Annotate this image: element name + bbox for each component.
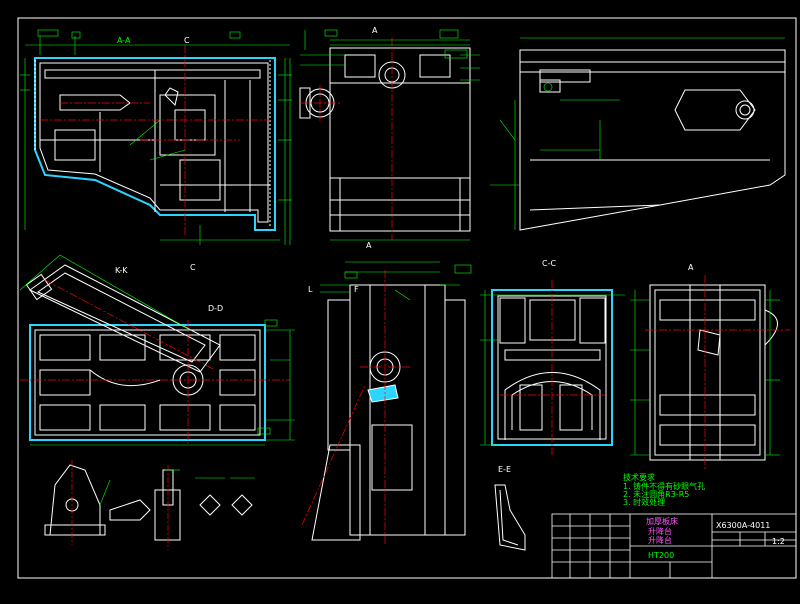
scale-label: 1:2 bbox=[772, 537, 785, 546]
part-name-line3: 升降台 bbox=[648, 535, 672, 545]
view-section-cc bbox=[491, 289, 613, 446]
material-label: HT200 bbox=[648, 551, 674, 560]
label-section-cc: C-C bbox=[542, 259, 556, 268]
centerlines-a-top bbox=[300, 38, 393, 240]
centerlines-details bbox=[71, 460, 169, 550]
centerlines-kk bbox=[20, 279, 290, 445]
dimensions-a-right bbox=[630, 290, 780, 456]
label-section-dd: D-D bbox=[208, 304, 223, 313]
dimensions-kk bbox=[19, 254, 295, 446]
view-section-ee bbox=[494, 484, 526, 551]
centerlines-cc bbox=[500, 280, 605, 455]
dimensions-aa bbox=[20, 29, 292, 245]
notes-item-2: 2. 未注圆角R3-R5 bbox=[623, 489, 689, 499]
notes-heading: 技术要求 bbox=[623, 472, 655, 482]
view-side-elevation bbox=[519, 49, 786, 231]
centerlines-a-right bbox=[645, 275, 790, 470]
part-name-line2: 升降台 bbox=[648, 526, 672, 536]
notes-item-1: 1. 铸件不得有砂眼气孔 bbox=[623, 481, 705, 491]
label-view-a-top: A bbox=[372, 26, 378, 35]
title-block bbox=[551, 513, 797, 579]
label-section-c-top: C bbox=[184, 36, 190, 45]
dimensions-side bbox=[490, 37, 785, 230]
label-section-aa: A-A bbox=[117, 36, 131, 45]
view-kk-inclined-arm bbox=[25, 264, 221, 373]
dimensions-cc bbox=[480, 290, 625, 446]
label-detail-l: L bbox=[308, 285, 313, 294]
label-section-kk: K-K bbox=[115, 266, 128, 275]
drawing-number: X6300A-4011 bbox=[716, 521, 770, 530]
centerlines-front bbox=[301, 270, 410, 545]
dimensions-details bbox=[99, 469, 255, 506]
technical-notes: 技术要求 1. 铸件不得有砂眼气孔 2. 未注圆角R3-R5 3. 时效处理 bbox=[623, 472, 705, 507]
label-section-c-mid: C bbox=[190, 263, 196, 272]
view-a-right bbox=[649, 284, 778, 461]
part-name-line1: 加厚板床 bbox=[646, 516, 678, 526]
view-section-aa bbox=[34, 57, 276, 231]
label-detail-f: F bbox=[354, 285, 359, 294]
notes-item-3: 3. 时效处理 bbox=[623, 497, 665, 507]
drawing-frame bbox=[17, 17, 797, 579]
label-section-ee: E-E bbox=[498, 465, 511, 474]
dimensions-a-top bbox=[300, 29, 480, 241]
label-view-a-mid: A bbox=[366, 241, 372, 250]
label-view-a-right: A bbox=[688, 263, 694, 272]
centerlines-aa bbox=[40, 45, 270, 235]
dimensions-front bbox=[320, 261, 472, 301]
